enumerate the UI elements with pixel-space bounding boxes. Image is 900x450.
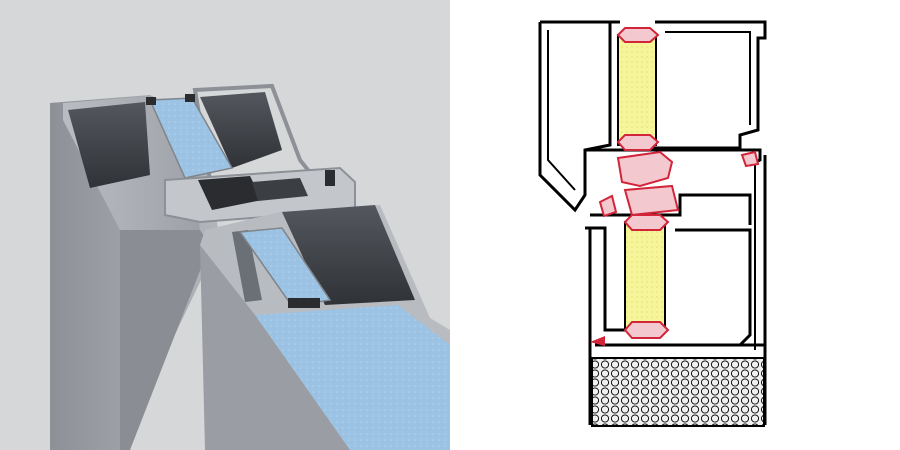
gasket-left-small: [598, 194, 618, 218]
upper-cavity-right: [200, 92, 282, 168]
thermal-break: [198, 176, 262, 210]
lower-frame-right: [675, 228, 752, 347]
lower-insulation: [624, 221, 666, 331]
gasket-right-small: [740, 150, 760, 168]
gasket-lower-top: [623, 214, 670, 231]
section-drawing-svg: [538, 20, 767, 427]
sill-gasket: [590, 336, 605, 346]
sill-top: [595, 343, 767, 355]
gasket-upper-top: [616, 27, 660, 43]
gaskets: [598, 27, 760, 339]
upper-frame-left: [538, 20, 612, 213]
lower-frame-left: [585, 226, 625, 332]
transom: [164, 166, 356, 224]
thermal-break-top: [616, 150, 674, 188]
sill-infill: [591, 357, 765, 427]
upper-insulation-panel: [148, 97, 234, 179]
gasket-lower-bottom: [623, 321, 670, 339]
upper-insulation: [617, 34, 657, 146]
upper-frame-right: [650, 20, 767, 150]
thermal-break-2: [252, 178, 308, 201]
lower-sash: [200, 205, 450, 450]
upper-frame-right-inner: [665, 31, 751, 125]
thermal-break-bottom: [623, 184, 680, 217]
upper-cavity-left: [68, 102, 150, 188]
lower-insulation-panel: [238, 227, 332, 307]
lower-cavity-left: [232, 230, 262, 302]
profile-render-svg: [50, 83, 450, 450]
gasket-bottom: [288, 298, 320, 308]
profile-render-panel: [0, 0, 450, 450]
gasket-mid: [325, 170, 335, 186]
section-drawing-panel: [450, 0, 900, 450]
infill-panel: [255, 305, 450, 450]
frame-outline: [538, 20, 767, 425]
upper-frame-edge: [120, 230, 210, 450]
lower-sash-face: [200, 245, 350, 450]
upper-frame-left-inner: [547, 30, 576, 191]
gasket-top-left: [146, 97, 156, 105]
gasket-upper-bottom: [616, 134, 660, 151]
gasket-top-right: [185, 94, 195, 102]
